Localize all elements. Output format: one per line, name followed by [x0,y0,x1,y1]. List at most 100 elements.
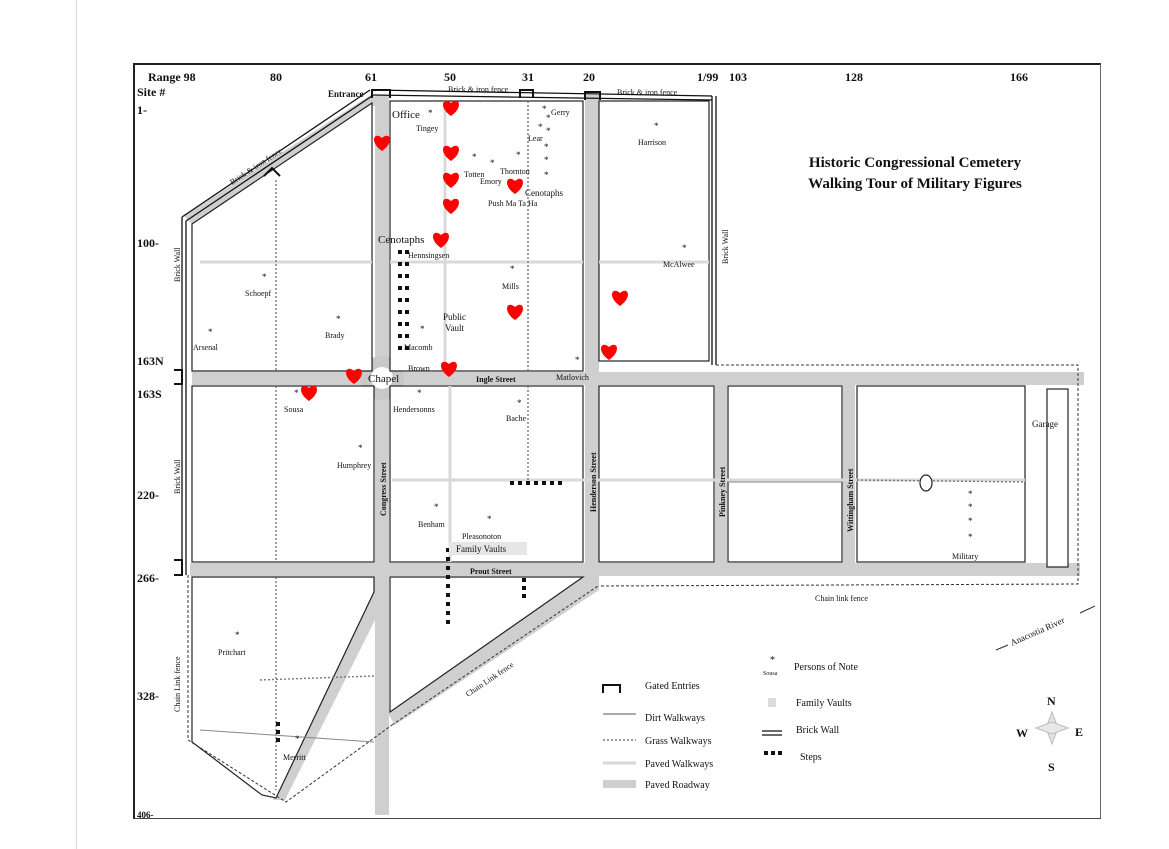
heart-marker-icon [612,290,628,306]
map-title-line1: Historic Congressional Cemetery [809,155,1022,171]
street-label-henderson: Henderson Street [589,452,598,512]
heart-marker-icon [443,198,459,214]
block-n-center [389,100,584,372]
heart-marker-icon [443,100,459,116]
site-labels: Site # 1- 100- 163N 163S 220- 266- 328- … [137,85,165,820]
person-label: Pleasonoton [462,532,501,541]
step-marker [446,584,450,588]
family-vaults-label: Family Vaults [456,544,507,554]
person-label: Military [952,552,978,561]
legend-dirt-label: Dirt Walkways [645,713,705,724]
person-label: Push Ma Ta Ha [488,199,538,208]
person-label: Macomb [404,343,432,352]
person-label: Mills [502,282,519,291]
step-marker [405,346,409,350]
star-icon: * [546,113,551,123]
step-marker [518,481,522,485]
compass-rose: N S E W [1016,694,1083,774]
gated-entry-icon [602,684,621,693]
step-marker [446,620,450,624]
block-s-triangle [389,576,585,714]
step-marker [398,286,402,290]
paved-roadway-swatch [603,780,636,788]
person-label: McAlwee [663,260,695,269]
star-icon: * [968,532,973,542]
person-label: Bache [506,414,526,423]
block-ne [598,100,710,362]
person-label: Brown [408,364,430,373]
step-marker [405,322,409,326]
legend-grass-label: Grass Walkways [645,736,712,747]
person-markers: ******************************* [208,104,973,744]
office-label: Office [392,109,420,121]
walkways [199,101,1026,790]
step-marker [405,262,409,266]
block-center [389,385,584,563]
anacostia-river-label: Anacostia River [1009,615,1066,648]
entrance-label: Entrance [328,89,364,99]
range-value: 50 [444,70,456,84]
heart-marker-icon [441,361,457,377]
star-icon: * [262,272,267,282]
person-label: Merritt [283,753,306,762]
congress-street-road [375,95,389,815]
street-label-congress: Congress Street [379,462,388,516]
block-e1 [598,385,715,563]
star-icon: * [544,142,549,152]
street-label-ingle: Ingle Street [476,375,516,384]
block-e2 [727,385,843,563]
cenotaphs-label: Cenotaphs [378,234,424,246]
henderson-street-road [585,95,599,582]
star-icon: * [295,734,300,744]
garage-label: Garage [1032,419,1058,429]
person-label: Emory [480,177,502,186]
step-marker [446,602,450,606]
star-icon: * [208,327,213,337]
range-header: Range 98 80 61 50 31 20 1/99 103 128 166 [148,70,1028,84]
legend-steps-label: Steps [800,752,822,763]
person-label: Hennsingsen [408,251,449,260]
block-nw [191,101,373,372]
legend-paved-walk-label: Paved Walkways [645,759,713,770]
range-label: Range 98 [148,70,196,84]
gate-icon [519,89,534,98]
person-label: Sousa [284,405,304,414]
walls-and-fences [181,89,1079,803]
street-label-prout: Prout Street [470,567,512,576]
fence-label: Chain link fence [815,594,868,603]
steps [276,250,562,742]
wall-label: Brick Wall [173,247,182,282]
star-icon: * [235,630,240,640]
range-value: 80 [270,70,282,84]
gate-entrance-icon [371,89,391,98]
star-icon: * [487,514,492,524]
star-icon: * [544,170,549,180]
step-marker [446,557,450,561]
person-label: Harrison [638,138,666,147]
star-icon: * [358,443,363,453]
star-icon: * [544,155,549,165]
star-icon: * [510,264,515,274]
site-row: 220- [137,488,159,502]
site-title: Site # [137,85,165,99]
heart-marker-icon [346,368,362,384]
site-row: 406- [137,810,154,820]
star-icon: * [428,108,433,118]
star-icon: * [517,398,522,408]
block-w [191,385,375,563]
tour-markers [301,100,628,401]
step-marker [534,481,538,485]
star-icon: * [472,152,477,162]
monument-icon [919,474,933,492]
heart-marker-icon [443,145,459,161]
person-label: Gerry [551,108,570,117]
site-row: 266- [137,571,159,585]
star-icon: * [538,122,543,132]
step-marker [276,730,280,734]
person-label: Pritchart [218,648,246,657]
step-marker [405,250,409,254]
site-row: 163S [137,387,162,401]
person-label: Schoepf [245,289,272,298]
star-icon: * [654,121,659,131]
step-marker [522,586,526,590]
